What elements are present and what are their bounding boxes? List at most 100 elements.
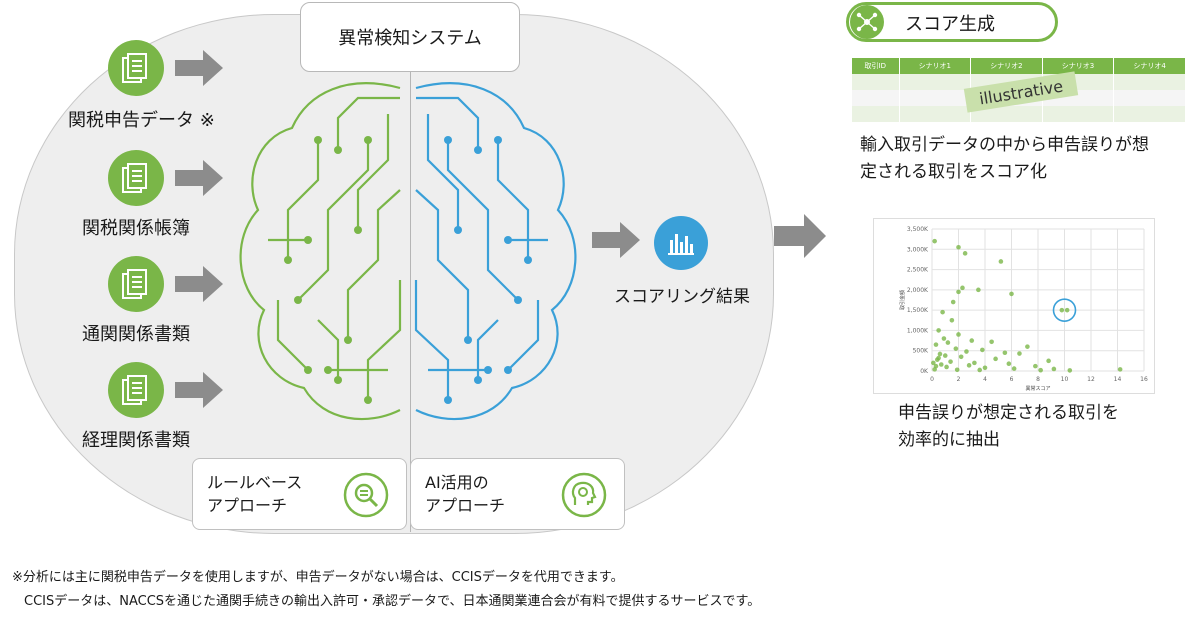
- source-label: 経理関係書類: [82, 430, 190, 451]
- data-point: [936, 328, 941, 333]
- x-axis-label: 異常スコア: [1025, 385, 1050, 392]
- data-point: [998, 259, 1004, 264]
- data-point: [1033, 363, 1038, 369]
- scatter-chart-panel: 0 2 4 6 8 10 12 14 16 0K 500K 1,000K 1,500K 2,000K 2,5…: [873, 218, 1155, 394]
- data-point: [949, 317, 955, 323]
- center-divider: [410, 72, 411, 532]
- data-point: [972, 360, 977, 366]
- data-point: [1051, 366, 1057, 372]
- arrow-icon: [774, 214, 826, 258]
- table-header-cell: シナリオ2: [970, 58, 1043, 74]
- y-tick-label: 3,500K: [907, 226, 929, 233]
- table-header-cell: シナリオ3: [1042, 58, 1115, 74]
- arrow-icon: [175, 266, 223, 302]
- data-point: [1025, 344, 1030, 349]
- data-point: [942, 353, 948, 358]
- table-header-cell: シナリオ1: [899, 58, 972, 74]
- bar-chart-icon: [654, 216, 708, 270]
- table-header-cell: シナリオ4: [1113, 58, 1186, 74]
- score-description: 輸入取引データの中から申告誤りが想 定される取引をスコア化: [860, 135, 1149, 182]
- table-header-row: 取引ID シナリオ1 シナリオ2 シナリオ3 シナリオ4: [852, 58, 1186, 74]
- data-point: [982, 365, 988, 371]
- brain-right-circuit: [414, 82, 577, 421]
- network-nodes-icon: [850, 5, 884, 39]
- brain-left-nodes: [284, 136, 372, 404]
- data-point: [954, 367, 960, 373]
- y-tick-label: 500K: [913, 348, 929, 355]
- table-header-cell: 取引ID: [852, 58, 900, 74]
- footnote-line-2: CCISデータは、NACCSを通じた通関手続きの輸出入許可・承認データで、日本通…: [24, 594, 761, 609]
- arrow-icon: [175, 50, 223, 86]
- x-tick-label: 8: [1036, 376, 1040, 383]
- footnote-line-1: ※分析には主に関税申告データを使用しますが、申告データがない場合は、CCISデー…: [12, 570, 624, 585]
- data-point: [1046, 358, 1051, 364]
- source-label: 通関関係書類: [82, 324, 190, 345]
- data-point: [940, 309, 945, 315]
- brain-circuit-illustration: [239, 82, 577, 421]
- y-tick-label: 2,000K: [907, 287, 929, 294]
- score-generation-header: [846, 2, 1058, 42]
- x-tick-label: 16: [1140, 376, 1148, 383]
- data-point: [956, 332, 961, 337]
- x-tick-label: 0: [930, 376, 934, 383]
- data-point: [953, 346, 959, 351]
- data-point: [969, 338, 975, 343]
- data-point: [956, 244, 961, 250]
- data-point: [932, 238, 937, 244]
- data-point: [937, 351, 943, 357]
- arrow-icon: [592, 222, 640, 258]
- y-tick-label: 0K: [920, 368, 929, 375]
- x-tick-label: 12: [1087, 376, 1095, 383]
- data-point: [933, 363, 939, 369]
- source-label: 関税申告データ ※: [68, 110, 215, 131]
- data-point: [1067, 368, 1073, 373]
- data-point: [977, 367, 982, 373]
- ai-approach-box: AI活用の アプローチ: [410, 458, 625, 530]
- data-point: [980, 347, 985, 353]
- system-title: 異常検知システム: [300, 2, 520, 72]
- data-point: [1038, 367, 1043, 373]
- brain-left-circuit: [239, 82, 402, 421]
- data-point: [1009, 291, 1014, 297]
- data-point: [1017, 351, 1022, 356]
- brain-right-nodes: [444, 136, 532, 404]
- scatter-chart: 0 2 4 6 8 10 12 14 16 0K 500K 1,000K 1,500K 2,000K 2,5…: [899, 226, 1148, 392]
- document-stack-icon: [108, 40, 164, 96]
- arrow-icon: [175, 160, 223, 196]
- y-axis-label: 取引金額: [899, 290, 906, 310]
- x-tick-label: 6: [1010, 376, 1014, 383]
- arrow-icon: [175, 372, 223, 408]
- data-point: [1006, 361, 1012, 366]
- source-label: 関税関係帳簿: [82, 218, 190, 239]
- extract-description: 申告誤りが想定される取引を 効率的に抽出: [898, 403, 1119, 450]
- data-point: [936, 355, 941, 361]
- data-point: [964, 349, 969, 354]
- data-point: [966, 363, 972, 368]
- data-point: [1059, 307, 1065, 313]
- scoring-result-label: スコアリング結果: [614, 287, 750, 307]
- y-tick-label: 3,000K: [907, 246, 929, 253]
- data-point: [948, 359, 953, 364]
- data-point: [993, 356, 998, 362]
- x-tick-label: 2: [957, 376, 961, 383]
- data-point: [989, 339, 994, 345]
- data-point: [1002, 350, 1008, 356]
- data-point: [944, 364, 949, 370]
- x-tick-label: 14: [1114, 376, 1122, 383]
- x-tick-label: 4: [983, 376, 987, 383]
- data-point: [1117, 367, 1123, 372]
- x-tick-label: 10: [1061, 376, 1069, 383]
- data-point: [938, 362, 944, 367]
- data-point: [933, 342, 939, 347]
- data-point: [950, 299, 956, 305]
- data-point: [941, 336, 947, 341]
- data-point: [945, 340, 951, 345]
- document-stack-icon: [108, 150, 164, 206]
- document-stack-icon: [108, 362, 164, 418]
- y-tick-label: 2,500K: [907, 267, 929, 274]
- document-stack-icon: [108, 256, 164, 312]
- data-point: [1011, 366, 1017, 371]
- data-point: [956, 289, 961, 295]
- y-tick-label: 1,000K: [907, 327, 929, 334]
- y-tick-label: 1,500K: [907, 307, 929, 314]
